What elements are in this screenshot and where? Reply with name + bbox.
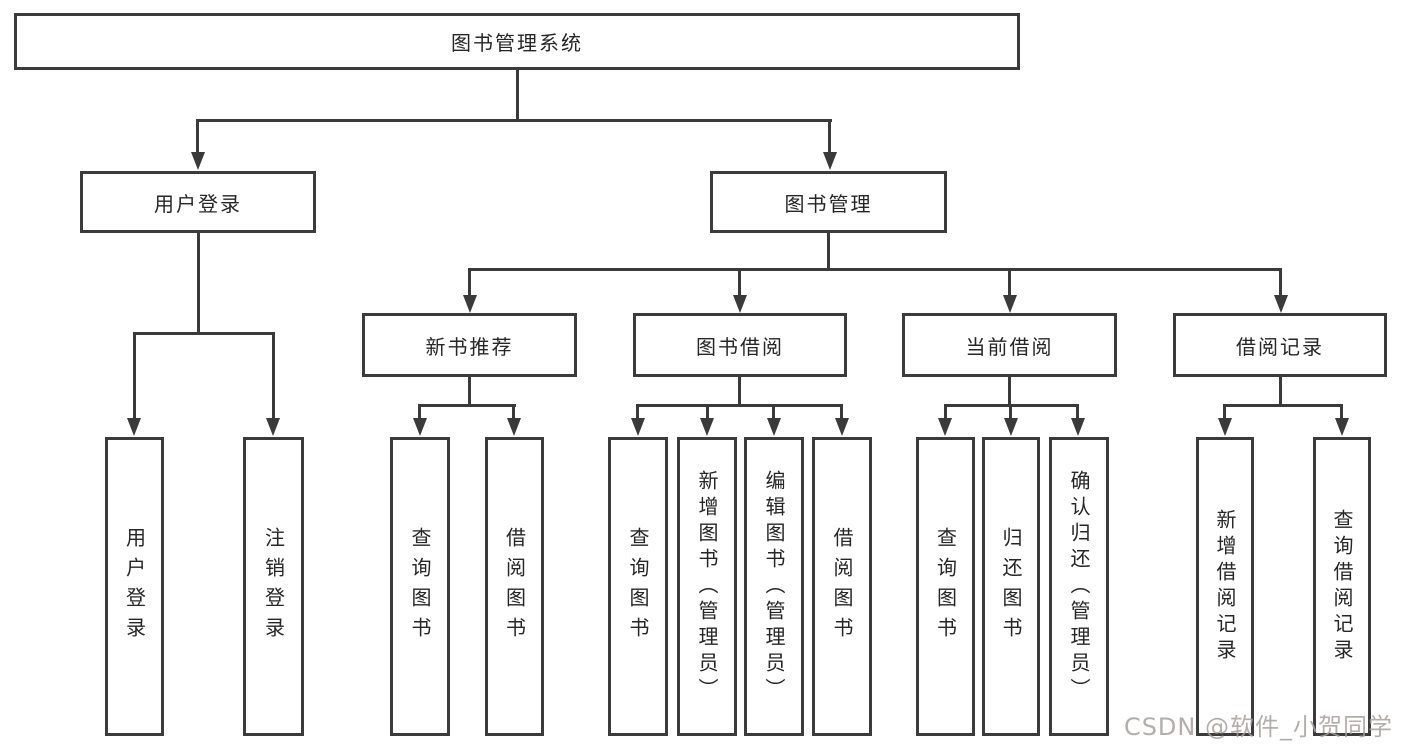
connector-root-trunk <box>516 70 519 121</box>
connector-cb-confirm-drop <box>1076 404 1079 419</box>
connector-new-book-trunk <box>468 377 471 406</box>
connector-cb-return-drop <box>1009 404 1012 419</box>
node-current-borrow: 当前借阅 <box>902 313 1117 377</box>
node-leaf-current-return: 归还图书 <box>982 437 1040 736</box>
arrowhead-cb-return <box>1004 418 1018 436</box>
node-leaf-borrow-edit: 编辑图书（管理员） <box>744 437 804 736</box>
node-book-mgmt: 图书管理 <box>710 171 947 233</box>
connector-user-login-trunk <box>197 233 200 334</box>
arrowhead-nb-borrow <box>507 418 521 436</box>
connector-borrow-record-rail <box>1223 404 1343 407</box>
connector-user-login-rail <box>133 332 275 335</box>
node-leaf-borrow-add: 新增图书（管理员） <box>677 437 737 736</box>
arrowhead-book-mgmt <box>823 152 837 170</box>
node-borrow-record: 借阅记录 <box>1173 313 1387 377</box>
connector-bb-borrow-drop <box>840 404 843 419</box>
arrowhead-borrow-record <box>1274 295 1288 313</box>
node-leaf-record-add: 新增借阅记录 <box>1196 437 1254 736</box>
arrowhead-bb-query <box>631 418 645 436</box>
arrowhead-login <box>127 418 141 436</box>
arrowhead-br-query <box>1335 418 1349 436</box>
connector-bb-add-drop <box>706 404 709 419</box>
connector-level2-rail <box>468 268 1281 271</box>
connector-borrow-record-drop <box>1279 268 1282 296</box>
connector-book-borrow-rail <box>636 404 843 407</box>
node-leaf-current-confirm: 确认归还（管理员） <box>1049 437 1109 736</box>
node-leaf-borrow-query: 查询图书 <box>608 437 668 736</box>
connector-nb-borrow-drop <box>512 404 515 419</box>
arrowhead-cb-confirm <box>1071 418 1085 436</box>
arrowhead-cb-query <box>938 418 952 436</box>
connector-book-borrow-trunk <box>738 377 741 406</box>
connector-cb-query-drop <box>944 404 947 419</box>
arrowhead-nb-query <box>413 418 427 436</box>
arrowhead-new-book <box>463 295 477 313</box>
node-leaf-borrow-borrow: 借阅图书 <box>812 437 872 736</box>
connector-new-book-drop <box>468 268 471 296</box>
arrowhead-current-borrow <box>1003 295 1017 313</box>
node-root: 图书管理系统 <box>14 13 1020 70</box>
node-new-book: 新书推荐 <box>362 313 577 377</box>
connector-bb-edit-drop <box>772 404 775 419</box>
node-leaf-current-query: 查询图书 <box>916 437 975 736</box>
connector-login-drop <box>133 332 136 419</box>
arrowhead-bb-edit <box>767 418 781 436</box>
connector-current-borrow-trunk <box>1008 377 1011 406</box>
arrowhead-logout <box>266 418 280 436</box>
csdn-watermark: CSDN @软件_小贺同学 <box>1123 713 1393 741</box>
connector-current-borrow-drop <box>1008 268 1011 296</box>
connector-user-login-drop <box>196 119 199 153</box>
connector-book-mgmt-drop <box>828 119 831 153</box>
node-leaf-record-query: 查询借阅记录 <box>1313 437 1371 736</box>
node-leaf-logout: 注销登录 <box>243 437 304 736</box>
arrowhead-bb-borrow <box>835 418 849 436</box>
connector-bb-query-drop <box>636 404 639 419</box>
arrowhead-user-login <box>191 152 205 170</box>
connector-borrow-record-trunk <box>1279 377 1282 406</box>
node-leaf-login: 用户登录 <box>105 437 164 736</box>
connector-new-book-rail <box>418 404 516 407</box>
arrowhead-bb-add <box>700 418 714 436</box>
connector-br-add-drop <box>1223 404 1226 419</box>
connector-book-mgmt-trunk <box>827 233 830 270</box>
arrowhead-br-add <box>1218 418 1232 436</box>
arrowhead-book-borrow <box>733 295 747 313</box>
node-user-login: 用户登录 <box>80 171 316 233</box>
connector-nb-query-drop <box>418 404 421 419</box>
connector-logout-drop <box>272 332 275 419</box>
connector-level1-rail <box>196 119 832 122</box>
connector-book-borrow-drop <box>738 268 741 296</box>
node-leaf-newbook-query: 查询图书 <box>390 437 450 736</box>
node-leaf-newbook-borrow: 借阅图书 <box>485 437 544 736</box>
connector-br-query-drop <box>1340 404 1343 419</box>
node-book-borrow: 图书借阅 <box>633 313 847 377</box>
